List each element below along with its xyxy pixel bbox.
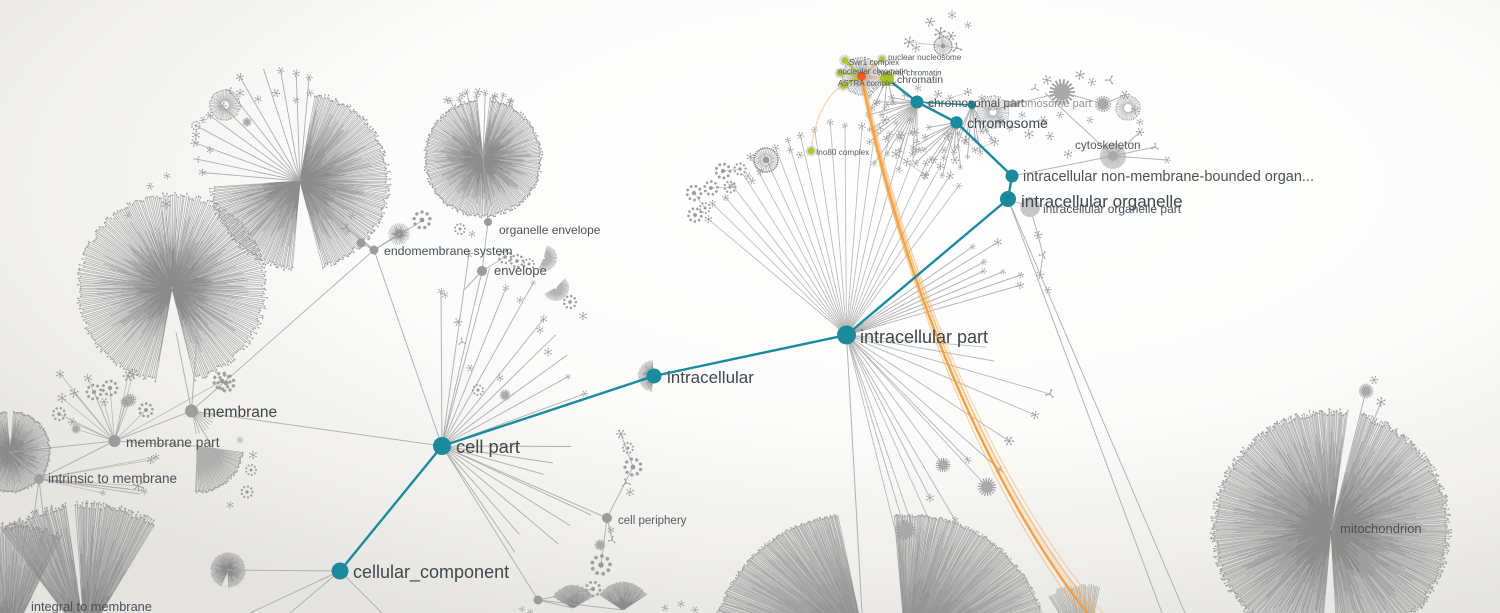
svg-text:intracellular non-membrane-bou: intracellular non-membrane-bounded organ…	[1023, 169, 1314, 185]
svg-text:organelle envelope: organelle envelope	[499, 223, 601, 237]
svg-text:intrinsic to membrane: intrinsic to membrane	[48, 471, 177, 486]
svg-text:Ino80 complex: Ino80 complex	[816, 148, 869, 157]
svg-text:cytoskeleton: cytoskeleton	[1075, 138, 1141, 152]
svg-text:chromosome part: chromosome part	[1006, 98, 1092, 110]
svg-text:envelope: envelope	[494, 263, 547, 278]
svg-text:ASTRA complex: ASTRA complex	[838, 79, 896, 88]
svg-text:chromatin: chromatin	[897, 74, 943, 86]
svg-text:intracellular organelle part: intracellular organelle part	[1043, 202, 1182, 216]
svg-text:membrane part: membrane part	[126, 435, 220, 450]
svg-text:chromosome: chromosome	[967, 115, 1048, 131]
svg-text:cell part: cell part	[456, 436, 520, 457]
svg-text:cellular_component: cellular_component	[353, 562, 509, 583]
svg-text:nuclear chromatin: nuclear chromatin	[878, 69, 942, 78]
svg-text:membrane: membrane	[203, 404, 277, 421]
svg-text:intracellular part: intracellular part	[860, 327, 988, 347]
svg-text:intracellular: intracellular	[667, 368, 754, 387]
svg-text:intracellular organelle: intracellular organelle	[1021, 192, 1183, 211]
svg-text:nucleolar chromatin: nucleolar chromatin	[838, 67, 908, 76]
svg-text:integral to membrane: integral to membrane	[31, 599, 152, 613]
svg-text:mitochondrion: mitochondrion	[1340, 521, 1422, 536]
svg-text:cell periphery: cell periphery	[618, 515, 687, 527]
svg-text:chromosomal part: chromosomal part	[928, 96, 1025, 110]
svg-text:endomembrane system: endomembrane system	[384, 244, 513, 258]
svg-text:nuclear nucleosome: nuclear nucleosome	[888, 53, 962, 62]
svg-text:Swr1 complex: Swr1 complex	[849, 58, 899, 67]
